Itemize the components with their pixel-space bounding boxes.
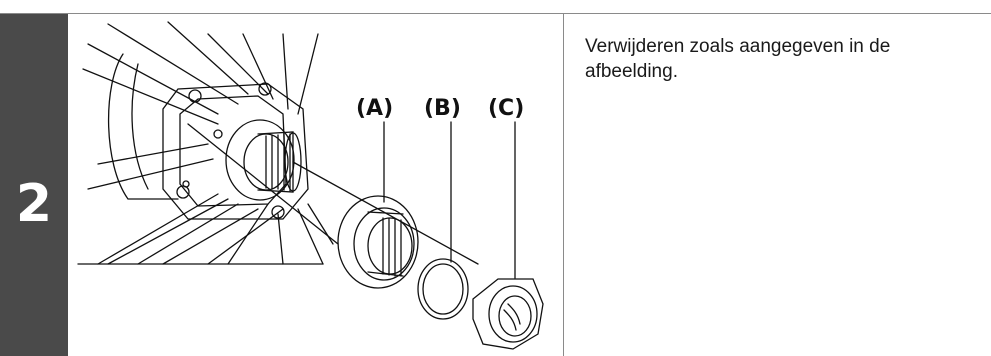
callout-c: (C) <box>488 96 524 121</box>
callout-b: (B) <box>424 96 461 121</box>
table-top-border <box>0 13 991 14</box>
hub-disassembly-illustration: (A) (B) (C) <box>68 14 563 356</box>
step-number-column: 2 <box>0 14 68 356</box>
part-b-ring <box>417 258 469 320</box>
instruction-text: Verwijderen zoals aangegeven in de afbee… <box>585 36 891 82</box>
hub-body <box>107 53 309 220</box>
step-number: 2 <box>15 174 53 234</box>
callout-a: (A) <box>356 96 393 121</box>
column-divider <box>563 14 564 356</box>
axle-thread <box>225 119 479 265</box>
hub-drawing: (A) (B) (C) <box>77 21 544 350</box>
part-c-nut <box>472 278 544 350</box>
part-a-cone <box>337 195 419 289</box>
